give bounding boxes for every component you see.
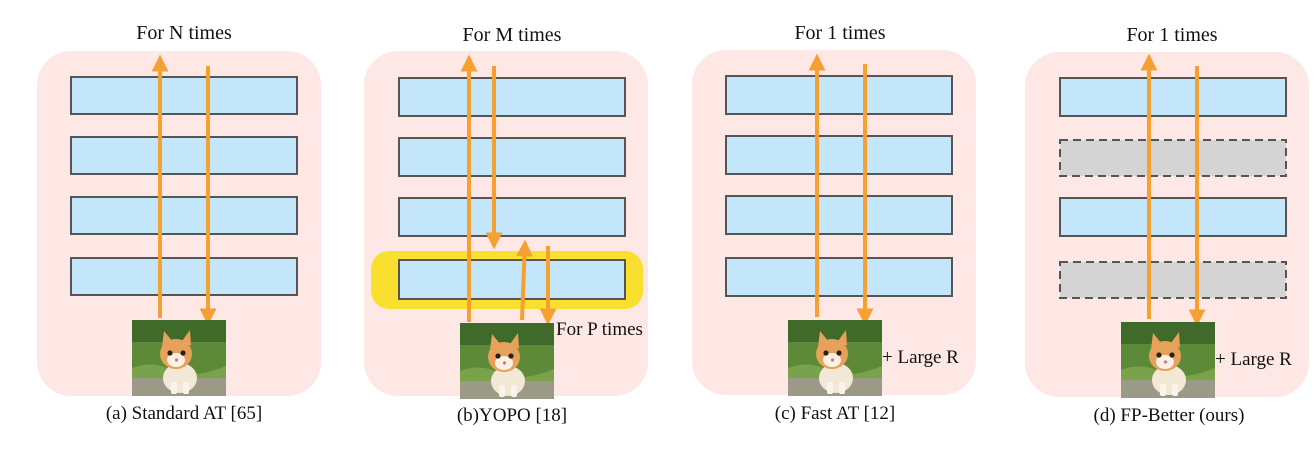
panel-c-caption: (c) Fast AT [12] (775, 403, 896, 424)
panel-b: For M times For P times (b)YOPO [18] (364, 24, 648, 426)
layer-block (725, 75, 953, 115)
layer-block (398, 77, 626, 117)
panel-c-top-label: For 1 times (794, 22, 885, 44)
layer-block (1059, 197, 1287, 237)
layer-block (70, 136, 298, 175)
layer-block (725, 257, 953, 297)
panel-d-caption: (d) FP-Better (ours) (1094, 405, 1245, 426)
layer-block (725, 195, 953, 235)
layer-block (1059, 77, 1287, 117)
panel-d-side-label: + Large R (1215, 349, 1292, 370)
panel-d: For 1 times + Large R (d) FP-Better (our… (1025, 24, 1309, 426)
kitten-image (132, 320, 226, 396)
panel-c-side-label: + Large R (882, 347, 959, 368)
layer-block (398, 197, 626, 237)
skipped-layer-block (1059, 261, 1287, 299)
panel-b-caption: (b)YOPO [18] (457, 405, 567, 426)
layer-block (70, 196, 298, 235)
inner-forward-arrow (516, 239, 533, 321)
skipped-layer-block (1059, 139, 1287, 177)
layer-block (70, 76, 298, 115)
first-layer-block (398, 259, 626, 300)
panel-b-top-label: For M times (463, 24, 562, 46)
kitten-image (788, 320, 882, 396)
panel-a: For N times (a) Standard AT [65] (37, 22, 321, 424)
panel-d-top-label: For 1 times (1126, 24, 1217, 46)
inner-loop-label: For P times (556, 319, 643, 340)
panel-a-caption: (a) Standard AT [65] (106, 403, 262, 424)
layer-block (70, 257, 298, 296)
panel-c: For 1 times + Large R (c) Fast AT [12] (692, 22, 976, 424)
panel-a-top-label: For N times (136, 22, 232, 44)
layer-block (398, 137, 626, 177)
kitten-image (460, 323, 554, 399)
kitten-image (1121, 322, 1215, 398)
layer-block (725, 135, 953, 175)
